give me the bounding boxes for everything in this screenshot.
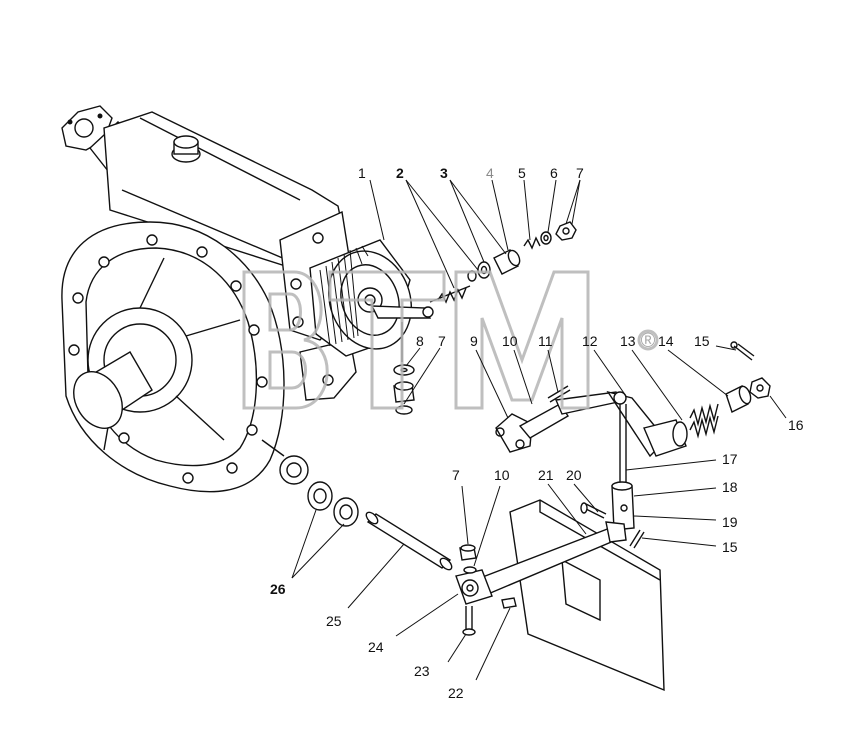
part-25-shaft [365,511,453,571]
callout-11: 11 [538,333,553,349]
callout-7-bottom: 7 [452,467,460,483]
callout-26: 26 [270,581,286,597]
callout-2: 2 [396,165,404,181]
watermark-registered-mark: ® [641,330,656,352]
callout-19: 19 [722,514,738,530]
part-23-bolt [462,606,476,636]
callout-20: 20 [566,467,582,483]
part-22-key [501,597,517,609]
watermark-letter-b [242,270,329,410]
pedal-bracket-plate [509,499,665,692]
callout-23: 23 [414,663,430,679]
callout-9: 9 [470,333,478,349]
part-16-nut [749,377,771,399]
watermark-letter-m [454,270,590,410]
part-7-nut [555,221,577,241]
callout-22: 22 [448,685,464,701]
callout-13: 13 [620,333,636,349]
watermark: ® [242,270,659,410]
watermark-registered-circle [637,329,659,351]
callout-25: 25 [326,613,342,629]
callout-10-bottom: 10 [494,467,510,483]
gearbox-housing [61,105,357,493]
bell-housing-bolts [68,234,268,484]
callout-15-top: 15 [694,333,710,349]
part-15-cotter-pin-lower [629,529,645,549]
leader-lines [291,179,787,681]
part-20-bolt [580,502,607,519]
part-7-nut-middle [393,381,415,415]
callout-4: 4 [486,165,494,181]
part-26-seals [307,481,359,527]
callout-24: 24 [368,639,384,655]
callout-8: 8 [416,333,424,349]
part-14-bushing [725,385,752,413]
callout-7-middle: 7 [438,333,446,349]
callout-7-top: 7 [576,165,584,181]
part-15-cotter-pin [730,341,755,361]
part-5-spring [523,236,541,250]
callout-6: 6 [550,165,558,181]
callout-5: 5 [518,165,526,181]
callout-16: 16 [788,417,804,433]
callout-15-bottom: 15 [722,539,738,555]
callout-12: 12 [582,333,598,349]
callout-10-top: 10 [502,333,518,349]
part-18-clevis [611,481,635,531]
part-13-spring [689,403,719,439]
callout-1: 1 [358,165,366,181]
callout-17: 17 [722,451,738,467]
part-17-rod [619,404,627,486]
callout-3: 3 [440,165,448,181]
part-10-washer-lower [463,566,477,574]
callout-18: 18 [722,479,738,495]
watermark-letter-t [328,270,446,410]
callout-14: 14 [658,333,674,349]
part-7-nut-lower [459,544,477,561]
part-12-lever [606,390,688,458]
part-4-sleeve [493,249,521,275]
part-21-pedal-arm [455,521,627,605]
callout-21: 21 [538,467,554,483]
part-6-washer [540,231,552,245]
callout-labels: 1 2 3 4 5 6 7 8 7 9 10 11 12 13 14 15 16… [270,165,804,701]
